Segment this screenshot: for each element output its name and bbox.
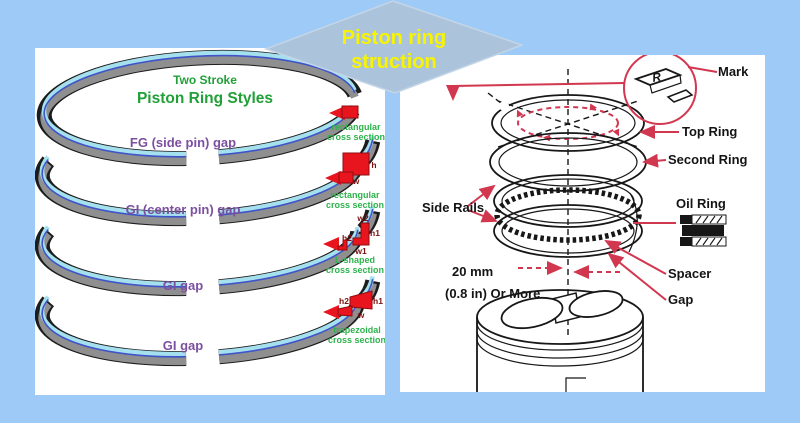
oil-ring-cross-section-icon bbox=[680, 214, 727, 247]
piston bbox=[476, 289, 644, 392]
banner-title-line1: Piston ring bbox=[342, 27, 446, 49]
spacer-label: Spacer bbox=[668, 266, 711, 281]
panel-heading-line1: Two Stroke bbox=[173, 73, 237, 87]
ring-groove bbox=[476, 322, 644, 351]
cross-section-caption: trapezoidal bbox=[333, 325, 381, 335]
dim-w1: w1 bbox=[354, 246, 367, 256]
gap-arrow bbox=[607, 252, 667, 301]
top-ring-label: Top Ring bbox=[682, 124, 737, 139]
cross-section-rectangular-2: h w rectangular cross section bbox=[325, 152, 384, 210]
valve-relief bbox=[500, 296, 564, 330]
spacer-arrow bbox=[604, 240, 667, 275]
cross-section-l-shaped: w2 h2 h1 w1 L-shaped cross section bbox=[323, 213, 384, 275]
cross-section-caption: rectangular bbox=[331, 122, 381, 132]
cross-section-caption: cross section bbox=[327, 132, 385, 142]
ring-end-stub bbox=[666, 89, 694, 103]
dim-h1: h1 bbox=[370, 228, 380, 238]
dim-h2: h2 bbox=[342, 233, 352, 243]
cross-section-rectangular-1: rectangular cross section bbox=[327, 105, 385, 142]
trapezoidal-dim-sample bbox=[349, 290, 373, 310]
dim-w2: w2 bbox=[356, 213, 369, 223]
banner-title-line2: struction bbox=[351, 51, 437, 73]
cross-section-caption: rectangular bbox=[330, 190, 380, 200]
cross-section-caption: cross section bbox=[328, 335, 385, 345]
side-rail-lower bbox=[493, 204, 643, 258]
panel-heading-line2: Piston Ring Styles bbox=[137, 90, 273, 107]
mark-magnifier: R bbox=[623, 55, 697, 125]
mark-leader bbox=[687, 66, 718, 73]
ring-4-gap-label: GI gap bbox=[163, 338, 204, 353]
ring-3 bbox=[41, 206, 376, 298]
rectangular-dim-sample bbox=[342, 152, 370, 176]
cross-section-caption: cross section bbox=[326, 265, 384, 275]
cross-section-caption: L-shaped bbox=[335, 255, 375, 265]
ring-gap bbox=[499, 101, 509, 111]
side-rail-upper bbox=[493, 174, 643, 228]
side-rails-label: Side Rails bbox=[422, 200, 484, 215]
title-banner: Piston ring struction bbox=[258, 0, 526, 96]
gap-label: Gap bbox=[668, 292, 693, 307]
gap-spacing-note-line2: (0.8 in) Or More bbox=[445, 286, 540, 301]
magnifier-circle-icon bbox=[623, 55, 697, 125]
cross-section-caption: cross section bbox=[326, 200, 384, 210]
valve-relief bbox=[568, 290, 624, 318]
ring-4 bbox=[41, 276, 376, 368]
gap-spacing-note-line1: 20 mm bbox=[452, 264, 493, 279]
assembly-drawing: R bbox=[422, 55, 749, 392]
piston-ring-assembly-panel: R bbox=[400, 55, 765, 392]
ring-groove bbox=[476, 338, 644, 367]
dim-w: w bbox=[352, 176, 360, 186]
l-shaped-dim-sample bbox=[352, 222, 370, 246]
rectangular-sample bbox=[341, 105, 359, 119]
ring-2-gap-label: GI (center pin) gap bbox=[126, 202, 241, 217]
mark-letter: R bbox=[651, 70, 662, 85]
gap-rotation-ellipse bbox=[517, 106, 619, 140]
trapezoidal-sample bbox=[337, 305, 353, 317]
rectangular-sample bbox=[338, 171, 354, 184]
second-ring-arrow bbox=[642, 153, 667, 168]
dim-h1: h1 bbox=[373, 296, 383, 306]
ring-3-gap-label: GI gap bbox=[163, 278, 204, 293]
ring-groove bbox=[476, 330, 644, 359]
two-stroke-ring-styles-panel: Two Stroke Piston Ring Styles FG (side p… bbox=[35, 48, 385, 395]
ring-styles-drawing: Two Stroke Piston Ring Styles FG (side p… bbox=[35, 48, 385, 395]
ring-1-gap-label: FG (side pin) gap bbox=[130, 135, 236, 150]
banner-diamond bbox=[263, 0, 525, 94]
skirt-notch bbox=[565, 377, 586, 392]
mark-position-arrow bbox=[446, 82, 626, 101]
oil-ring-bracket bbox=[628, 192, 638, 253]
mark-guide bbox=[487, 92, 507, 108]
side-rail-arrow-lower bbox=[467, 209, 498, 223]
second-ring-label: Second Ring bbox=[668, 152, 748, 167]
oil-ring-label: Oil Ring bbox=[676, 196, 726, 211]
leader-lines bbox=[446, 66, 718, 301]
dim-h2: h2 bbox=[339, 296, 349, 306]
side-rail-arrow-upper bbox=[467, 184, 496, 207]
cross-section-trapezoidal: h2 h1 w trapezoidal cross section bbox=[323, 290, 385, 345]
dim-w: w bbox=[357, 310, 365, 320]
mark-label: Mark bbox=[718, 64, 749, 79]
dim-h: h bbox=[371, 160, 376, 170]
l-shaped-sample bbox=[337, 239, 348, 251]
